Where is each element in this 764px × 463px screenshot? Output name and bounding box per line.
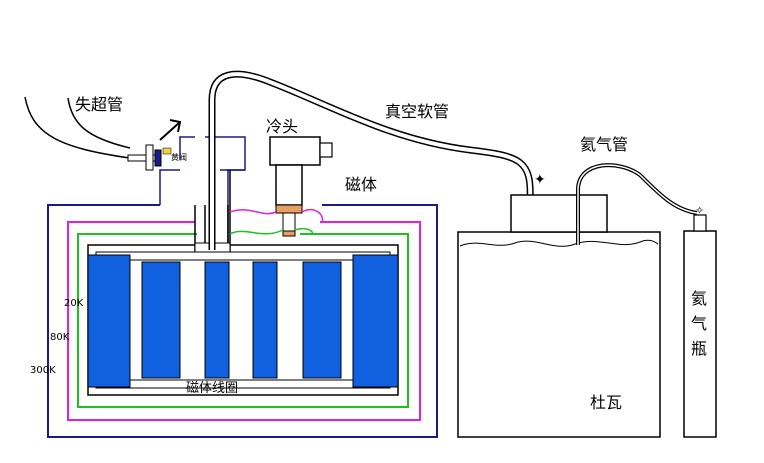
label-coil: 磁体线圈 xyxy=(186,381,238,396)
dewar-valve-icon: ✦ xyxy=(534,172,546,188)
dewar-liquid-level xyxy=(459,239,659,247)
coil-block xyxy=(87,254,131,388)
helium-tube-inner xyxy=(577,164,698,245)
quench-tube xyxy=(24,96,131,159)
label-cylinder-1: 氦 xyxy=(691,289,707,308)
thermal-link-80k xyxy=(229,208,324,223)
cold-head-stage-tip xyxy=(282,230,296,237)
label-dewar: 杜瓦 xyxy=(590,393,622,412)
thermal-link-20k xyxy=(229,228,314,235)
valve-arrow xyxy=(159,119,182,141)
coil-frame xyxy=(87,244,399,396)
coil-plate-top xyxy=(95,251,391,261)
label-20k: 20K xyxy=(64,298,84,309)
label-80k: 80K xyxy=(50,332,70,343)
coil-block xyxy=(141,261,181,379)
label-cold-head: 冷头 xyxy=(266,117,298,136)
label-cylinder: 氦 气 瓶 xyxy=(691,289,712,358)
shell-300k xyxy=(47,204,438,438)
dewar-body xyxy=(457,231,661,438)
cold-head-tip xyxy=(275,204,303,214)
quench-valve-body xyxy=(145,144,154,171)
quench-valve-seat xyxy=(154,149,162,167)
cold-head-stem xyxy=(275,164,303,206)
neck-box xyxy=(159,136,245,205)
label-helium-tube: 氦气管 xyxy=(580,135,628,154)
coil-plate-bottom xyxy=(95,379,391,389)
label-valve: 黄阀 xyxy=(171,152,187,162)
cylinder-body xyxy=(683,230,717,438)
label-transfer-tube: 失超管 xyxy=(75,95,123,114)
label-300k: 300K xyxy=(30,365,56,376)
coil-block xyxy=(204,261,230,379)
label-vacuum-hose: 真空软管 xyxy=(385,102,449,121)
shield-20k xyxy=(77,233,409,408)
cylinder-neck xyxy=(693,214,707,232)
vacuum-hose-inner xyxy=(210,72,533,431)
cold-head-stage xyxy=(282,212,296,232)
cylinder-valve-icon: ✧ xyxy=(695,204,704,217)
cold-head-body xyxy=(269,136,321,166)
coil-block xyxy=(352,254,399,388)
label-cylinder-2: 气 xyxy=(691,314,707,333)
label-cylinder-3: 瓶 xyxy=(691,339,707,358)
shield-80k xyxy=(67,221,421,421)
coil-block xyxy=(252,261,278,379)
valve-icon xyxy=(162,147,172,155)
dewar-neck xyxy=(510,194,608,233)
cold-head-knob xyxy=(319,142,333,158)
label-magnet: 磁体 xyxy=(345,175,377,194)
coil-block xyxy=(302,261,342,379)
